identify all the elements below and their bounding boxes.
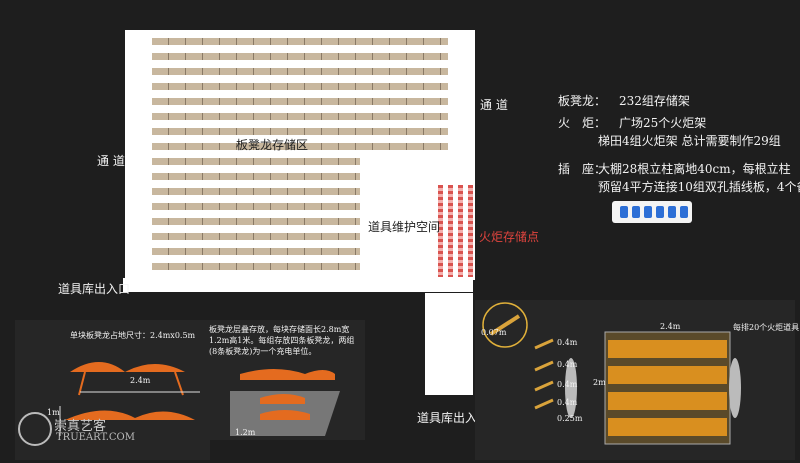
bench-rack-row xyxy=(152,38,448,45)
torch-column xyxy=(458,185,463,277)
legend-bench-label: 板凳龙： xyxy=(558,94,607,108)
bench-rack-row xyxy=(152,218,360,225)
bench-size-panel: 单块板凳龙占地尺寸：2.4mx0.5m 2.4m 1m xyxy=(15,320,210,460)
watermark-logo-icon xyxy=(18,412,52,446)
legend-socket-label: 插 座： xyxy=(558,162,607,176)
power-strip-icon xyxy=(612,201,692,223)
torch-rack-panel: 0.07m 0.4m 0.4m 0.4m 0.4m 0.25m 2.4m 2m … xyxy=(475,300,799,460)
stack-illustration xyxy=(230,369,340,436)
bench-rack-row xyxy=(152,263,360,270)
gap-4: 0.4m xyxy=(557,398,578,407)
bench-rack-row xyxy=(152,233,360,240)
bench-rack-row xyxy=(152,113,448,120)
bench-rack-row xyxy=(152,248,360,255)
entrance-strip xyxy=(123,278,473,292)
stacked-bench-panel: 板凳龙层叠存放，每块存储面长2.8m宽1.2m高1米。每组存放四条板凳龙，两组(… xyxy=(205,320,365,440)
torch-column xyxy=(438,185,443,277)
passage-left-label: 通 道 xyxy=(97,154,125,168)
torch-rack-illustration xyxy=(482,302,741,445)
legend-bench-text: 232组存储架 xyxy=(619,94,690,108)
gap-1: 0.4m xyxy=(557,338,578,347)
rack-width-dim: 2.4m xyxy=(660,322,681,331)
tool-maintenance-area xyxy=(360,160,475,280)
rack-note: 每排20个火炬道具 xyxy=(733,323,800,332)
bench-rack-row xyxy=(152,203,360,210)
watermark-cn: 崇真艺客 xyxy=(54,419,107,434)
bench-rack-row xyxy=(152,53,448,60)
entrance-lower-label: 道具库出入口 xyxy=(417,411,490,425)
watermark-en: TRUEART.COM xyxy=(56,432,135,443)
entrance-main-label: 道具库出入口 xyxy=(58,282,131,296)
torch-column xyxy=(468,185,473,277)
bench-rack-row xyxy=(152,188,360,195)
legend-socket-text: 大棚28根立柱离地40cm，每根立柱 xyxy=(598,162,791,176)
passage-right-label: 通 道 xyxy=(480,98,508,112)
gap-2: 0.4m xyxy=(557,360,578,369)
bench-rack-row xyxy=(152,173,360,180)
shelf-note: 0.07m xyxy=(481,328,507,337)
gap-5: 0.25m xyxy=(557,414,583,423)
legend-socket-text-2: 预留4平方连接10组双孔插线板，4个备用。 xyxy=(598,180,800,194)
bench-rack-row xyxy=(152,68,448,75)
bench-rack-row xyxy=(152,158,360,165)
tool-space-label: 道具维护空间 xyxy=(368,220,441,234)
gap-3: 0.4m xyxy=(557,380,578,389)
rack-height-dim: 2m xyxy=(593,378,606,387)
lower-entrance-corridor xyxy=(425,293,473,395)
legend-torch-text: 广场25个火炬架 xyxy=(619,116,707,130)
stack-width-dim: 1.2m xyxy=(235,428,256,437)
bench-zone-label: 板凳龙存储区 xyxy=(236,138,309,152)
legend-torch-text-2: 梯田4组火炬架 总计需要制作29组 xyxy=(598,134,781,148)
bench-rack-row xyxy=(152,128,448,135)
bench-height-dim: 1m xyxy=(47,408,60,417)
bench-width-dim: 2.4m xyxy=(130,376,151,385)
bench-illustration xyxy=(59,362,200,436)
bench-rack-row xyxy=(152,98,448,105)
legend-torch-label: 火 炬： xyxy=(558,116,607,130)
torch-column xyxy=(448,185,453,277)
stacking-description: 板凳龙层叠存放，每块存储面长2.8m宽1.2m高1米。每组存放四条板凳龙，两组(… xyxy=(209,325,355,356)
bench-size-title: 单块板凳龙占地尺寸：2.4mx0.5m xyxy=(70,331,196,340)
torch-point-label: 火炬存储点 xyxy=(479,230,540,244)
bench-rack-row xyxy=(152,83,448,90)
bench-rack-row xyxy=(152,143,448,150)
